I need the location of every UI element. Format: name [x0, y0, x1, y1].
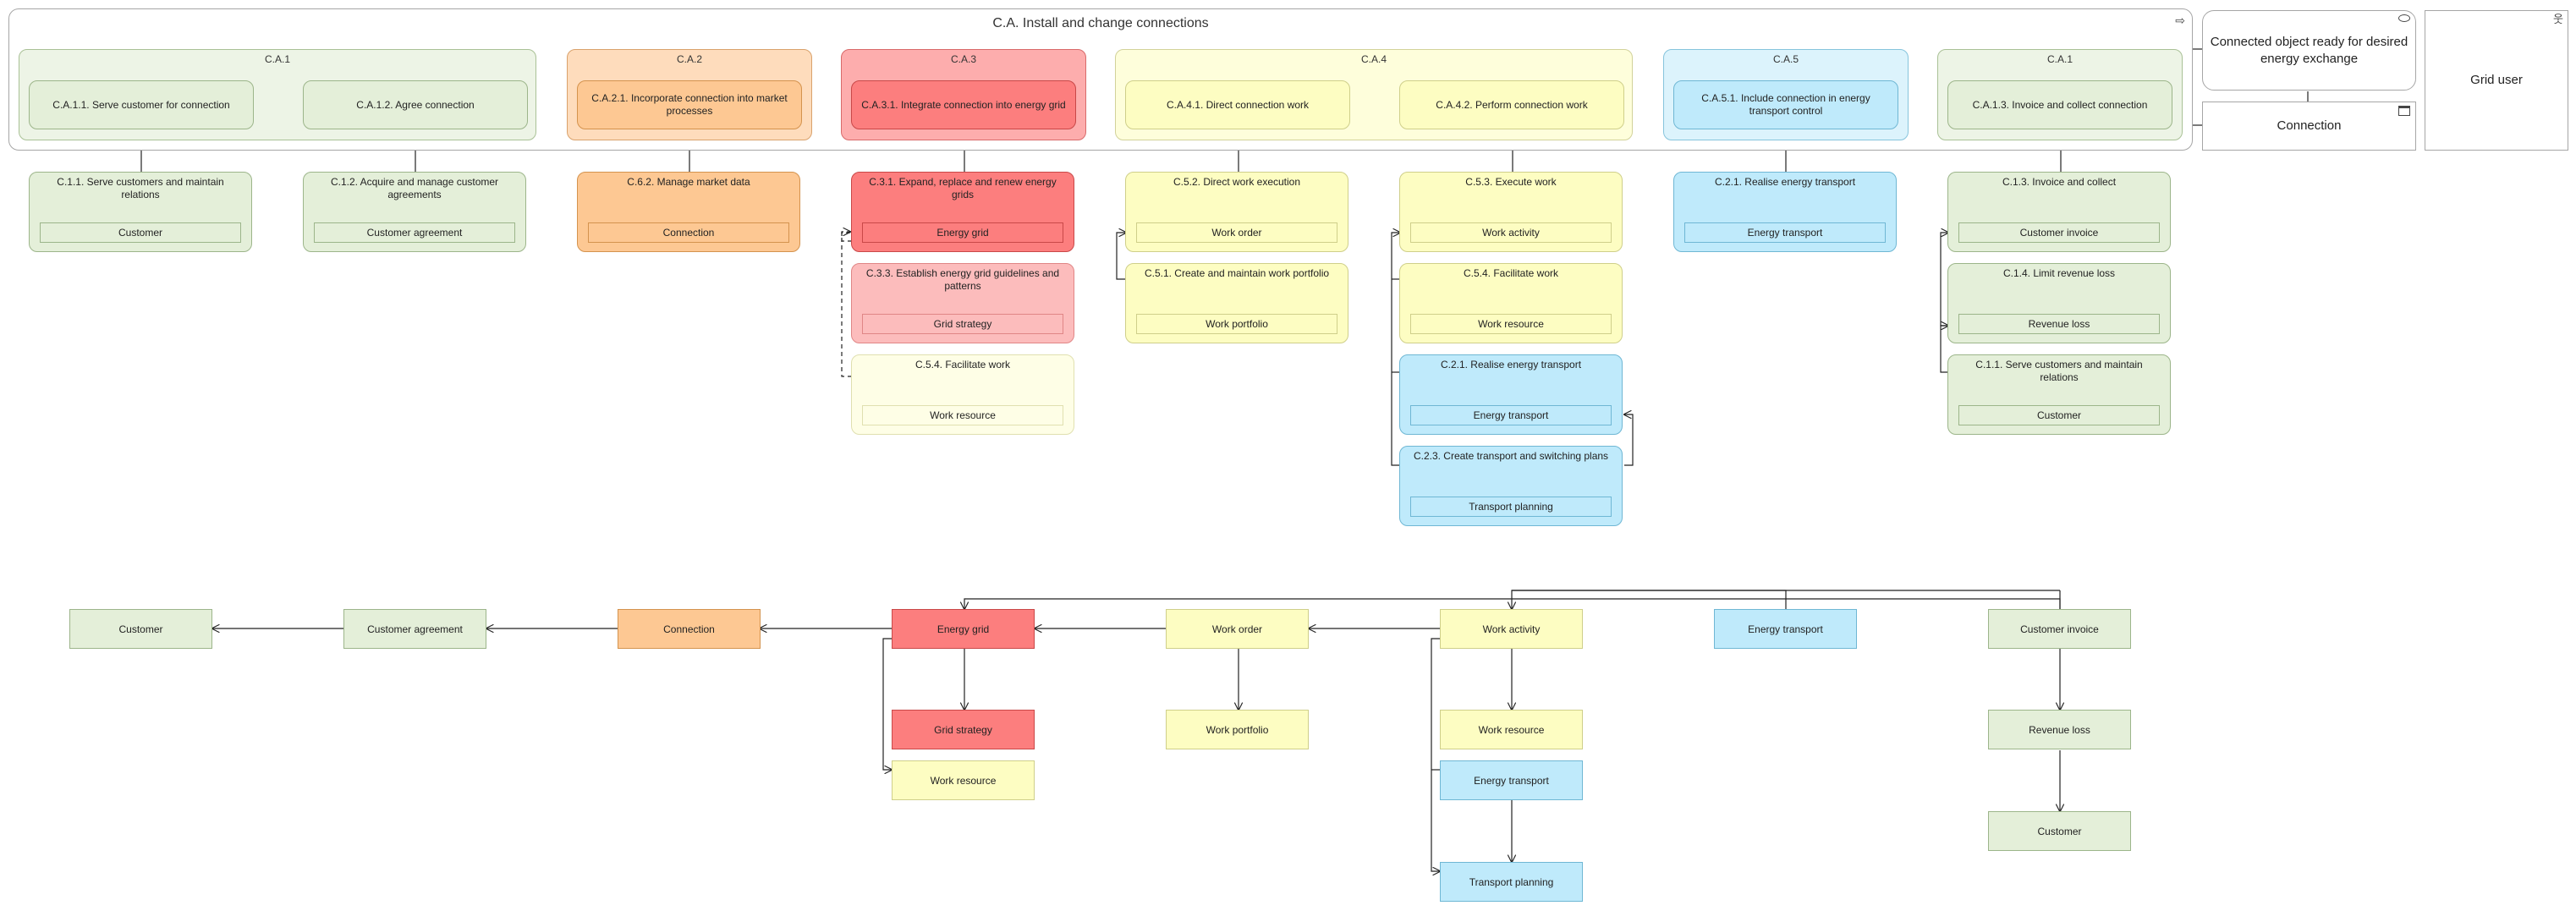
capability-direct-work[interactable]: C.5.2. Direct work execution Work order: [1125, 172, 1348, 252]
object-transport-planning[interactable]: Transport planning: [1440, 862, 1583, 902]
capability-title: C.1.2. Acquire and manage customer agree…: [330, 176, 499, 200]
object-energy-transport-b[interactable]: Energy transport: [1440, 760, 1583, 800]
capability-work-portfolio[interactable]: C.5.1. Create and maintain work portfoli…: [1125, 263, 1348, 343]
capability-market-data[interactable]: C.6.2. Manage market data Connection: [577, 172, 800, 252]
capability-revenue-loss[interactable]: C.1.4. Limit revenue loss Revenue loss: [1947, 263, 2171, 343]
capability-object: Work activity: [1410, 222, 1612, 243]
step-integrate-grid[interactable]: C.A.3.1. Integrate connection into energ…: [851, 80, 1076, 129]
event-label: Connected object ready for desired energ…: [2210, 35, 2408, 66]
stage-label: C.A.1: [2046, 53, 2073, 65]
object-work-order[interactable]: Work order: [1166, 609, 1309, 649]
capability-object: Revenue loss: [1958, 314, 2160, 334]
capability-object: Energy transport: [1410, 405, 1612, 425]
capability-object: Work order: [1136, 222, 1337, 243]
object-work-portfolio[interactable]: Work portfolio: [1166, 710, 1309, 749]
capability-serve-customers[interactable]: C.1.1. Serve customers and maintain rela…: [29, 172, 252, 252]
capability-title: C.3.1. Expand, replace and renew energy …: [869, 176, 1057, 200]
process-arrow-icon: ⇨: [2175, 14, 2185, 27]
capability-facilitate-work[interactable]: C.5.4. Facilitate work Work resource: [1399, 263, 1623, 343]
capability-title: C.6.2. Manage market data: [627, 176, 750, 188]
business-event[interactable]: Connected object ready for desired energ…: [2202, 10, 2416, 91]
capability-title: C.5.1. Create and maintain work portfoli…: [1144, 267, 1330, 279]
capability-title: C.1.1. Serve customers and maintain rela…: [57, 176, 224, 200]
capability-switching-plans[interactable]: C.2.3. Create transport and switching pl…: [1399, 446, 1623, 526]
step-transport-control[interactable]: C.A.5.1. Include connection in energy tr…: [1673, 80, 1898, 129]
capability-object: Customer: [1958, 405, 2160, 425]
capability-invoice-collect[interactable]: C.1.3. Invoice and collect Customer invo…: [1947, 172, 2171, 252]
object-work-resource-a[interactable]: Work resource: [892, 760, 1035, 800]
capability-object: Work resource: [1410, 314, 1612, 334]
capability-object: Connection: [588, 222, 789, 243]
connection-product[interactable]: Connection: [2202, 102, 2416, 151]
product-icon: [2398, 106, 2410, 116]
capability-object: Work portfolio: [1136, 314, 1337, 334]
capability-realise-transport-a[interactable]: C.2.1. Realise energy transport Energy t…: [1399, 354, 1623, 435]
capability-title: C.5.4. Facilitate work: [915, 359, 1011, 370]
capability-object: Work resource: [862, 405, 1063, 425]
capability-title: C.2.3. Create transport and switching pl…: [1413, 450, 1609, 462]
object-grid-strategy[interactable]: Grid strategy: [892, 710, 1035, 749]
step-invoice-collect[interactable]: C.A.1.3. Invoice and collect connection: [1947, 80, 2172, 129]
object-work-resource-b[interactable]: Work resource: [1440, 710, 1583, 749]
capability-object: Customer: [40, 222, 241, 243]
capability-object: Energy grid: [862, 222, 1063, 243]
stage-label: C.A.1: [264, 53, 290, 65]
stage-label: C.A.2: [676, 53, 702, 65]
capability-object: Transport planning: [1410, 497, 1612, 517]
capability-grid-guidelines[interactable]: C.3.3. Establish energy grid guidelines …: [851, 263, 1074, 343]
event-oval-icon: [2398, 14, 2410, 22]
capability-title: C.5.4. Facilitate work: [1463, 267, 1559, 279]
object-energy-transport[interactable]: Energy transport: [1714, 609, 1857, 649]
step-serve-customer[interactable]: C.A.1.1. Serve customer for connection: [29, 80, 254, 129]
actor-icon: 웃: [2553, 13, 2563, 25]
capability-execute-work[interactable]: C.5.3. Execute work Work activity: [1399, 172, 1623, 252]
process-title: C.A. Install and change connections: [992, 16, 1209, 30]
stage-label: C.A.4: [1360, 53, 1387, 65]
stage-label: C.A.3: [950, 53, 976, 65]
object-energy-grid[interactable]: Energy grid: [892, 609, 1035, 649]
capability-title: C.5.3. Execute work: [1465, 176, 1557, 188]
capability-title: C.3.3. Establish energy grid guidelines …: [865, 267, 1060, 292]
capability-facilitate-work-red[interactable]: C.5.4. Facilitate work Work resource: [851, 354, 1074, 435]
object-customer[interactable]: Customer: [69, 609, 212, 649]
capability-serve-customers-b[interactable]: C.1.1. Serve customers and maintain rela…: [1947, 354, 2171, 435]
capability-object: Customer invoice: [1958, 222, 2160, 243]
object-work-activity[interactable]: Work activity: [1440, 609, 1583, 649]
object-customer-agreement[interactable]: Customer agreement: [343, 609, 486, 649]
capability-object: Customer agreement: [314, 222, 515, 243]
object-revenue-loss[interactable]: Revenue loss: [1988, 710, 2131, 749]
connection-label: Connection: [2277, 118, 2342, 134]
stage-label: C.A.5: [1772, 53, 1799, 65]
capability-title: C.2.1. Realise energy transport: [1440, 359, 1582, 370]
capability-title: C.5.2. Direct work execution: [1173, 176, 1301, 188]
step-perform-work[interactable]: C.A.4.2. Perform connection work: [1399, 80, 1624, 129]
capability-title: C.1.1. Serve customers and maintain rela…: [1975, 359, 2143, 383]
capability-title: C.1.4. Limit revenue loss: [2002, 267, 2116, 279]
object-connection[interactable]: Connection: [618, 609, 761, 649]
capability-object: Energy transport: [1684, 222, 1886, 243]
capability-realise-transport-b[interactable]: C.2.1. Realise energy transport Energy t…: [1673, 172, 1897, 252]
capability-expand-grids[interactable]: C.3.1. Expand, replace and renew energy …: [851, 172, 1074, 252]
object-customer-b[interactable]: Customer: [1988, 811, 2131, 851]
capability-title: C.2.1. Realise energy transport: [1714, 176, 1856, 188]
capability-customer-agreements[interactable]: C.1.2. Acquire and manage customer agree…: [303, 172, 526, 252]
object-customer-invoice[interactable]: Customer invoice: [1988, 609, 2131, 649]
grid-user-actor[interactable]: Grid user 웃: [2425, 10, 2568, 151]
step-agree-connection[interactable]: C.A.1.2. Agree connection: [303, 80, 528, 129]
capability-title: C.1.3. Invoice and collect: [2002, 176, 2117, 188]
capability-object: Grid strategy: [862, 314, 1063, 334]
actor-label: Grid user: [2470, 73, 2523, 88]
step-incorporate-market[interactable]: C.A.2.1. Incorporate connection into mar…: [577, 80, 802, 129]
step-direct-work[interactable]: C.A.4.1. Direct connection work: [1125, 80, 1350, 129]
